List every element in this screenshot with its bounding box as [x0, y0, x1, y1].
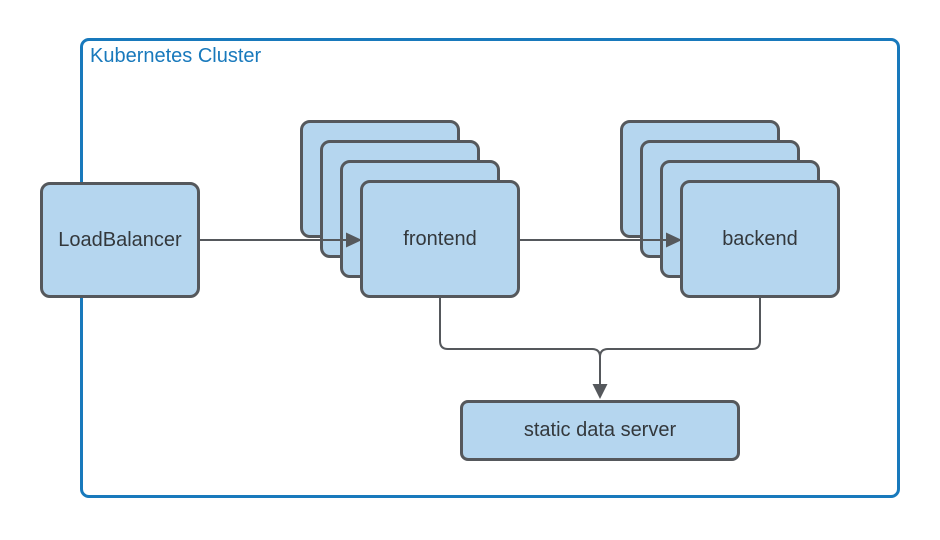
frontend-node[interactable]: frontend [360, 180, 520, 298]
static-data-server-label: static data server [523, 419, 677, 441]
load-balancer-node[interactable]: LoadBalancer [40, 182, 200, 298]
static-data-server-node[interactable]: static data server [460, 400, 740, 461]
backend-node[interactable]: backend [680, 180, 840, 298]
frontend-label: frontend [403, 227, 477, 250]
load-balancer-label: LoadBalancer [58, 228, 182, 251]
cluster-title: Kubernetes Cluster [90, 45, 262, 67]
backend-label: backend [722, 227, 798, 250]
frontend-stack: frontend [300, 120, 520, 298]
backend-stack: backend [620, 120, 840, 298]
